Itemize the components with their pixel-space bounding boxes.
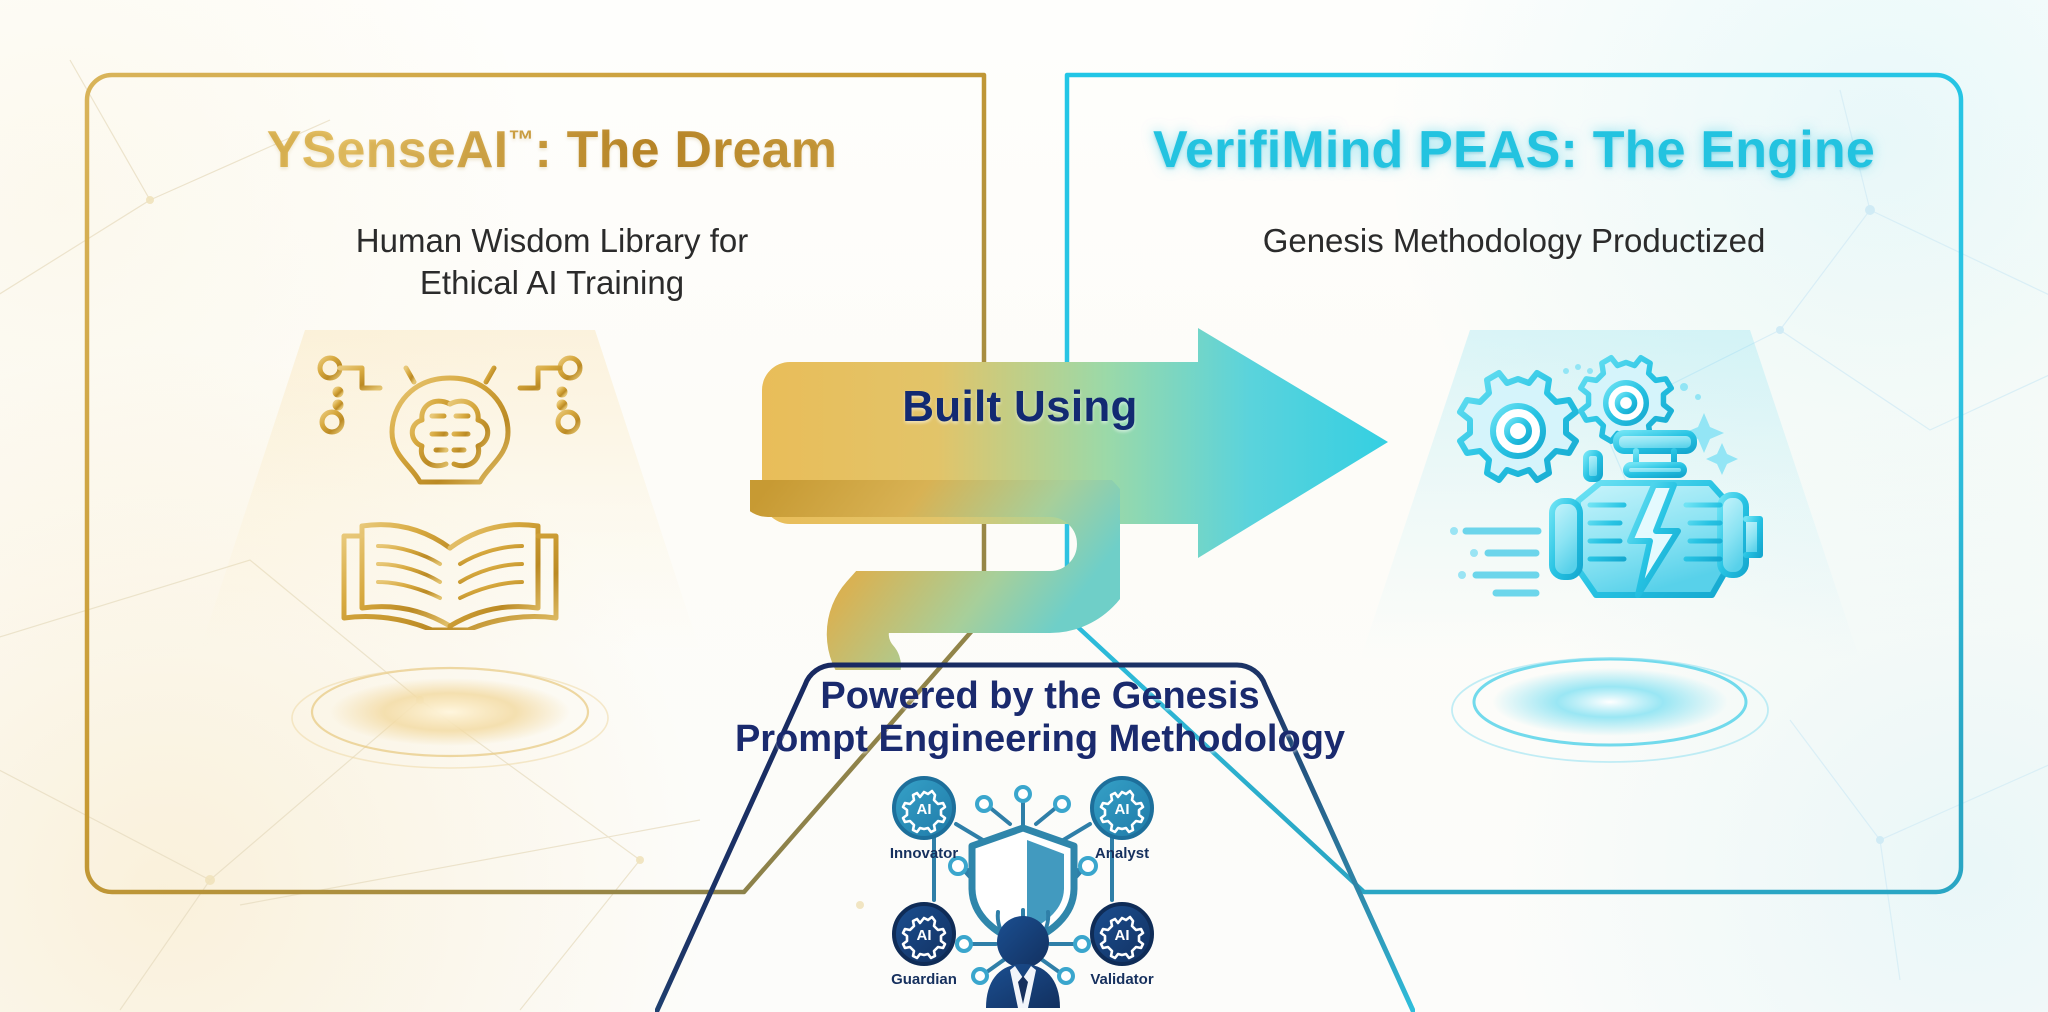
left-panel-title-rest: : The Dream xyxy=(534,121,838,179)
agent-label-innovator: Innovator xyxy=(890,845,958,862)
banner-text-line1: Powered by the Genesis xyxy=(820,675,1260,717)
agent-label-analyst: Analyst xyxy=(1095,845,1149,862)
arrow-ribbon-tail xyxy=(750,480,1120,670)
left-panel-title: YSenseAI™: The Dream xyxy=(84,120,1020,180)
agent-label-validator: Validator xyxy=(1090,971,1154,988)
panel-ysenseai[interactable] xyxy=(84,72,1020,952)
book-lightbulb-brain-icon xyxy=(317,349,583,630)
svg-text:AI: AI xyxy=(1115,801,1130,818)
left-panel-subtitle-line2: Ethical AI Training xyxy=(419,264,685,302)
panel-verifimind-border xyxy=(1064,72,1964,895)
banner-text: Powered by the Genesis Prompt Engineerin… xyxy=(640,675,1440,762)
left-panel-title-main: YSenseAI xyxy=(266,121,509,179)
multi-agent-network-icon: AI Innovator AI Analyst AI Guardian xyxy=(890,776,1154,1008)
arrow-label: Built Using xyxy=(902,382,1138,431)
banner-text-line2: Prompt Engineering Methodology xyxy=(734,718,1346,761)
svg-text:AI: AI xyxy=(1115,927,1130,944)
panel-verifimind-peas[interactable] xyxy=(1064,72,1964,952)
svg-text:AI: AI xyxy=(917,927,932,944)
agent-label-guardian: Guardian xyxy=(891,971,957,988)
left-panel-subtitle-line1: Human Wisdom Library for xyxy=(355,222,749,259)
right-icon-pedestal xyxy=(1451,657,1769,763)
trademark-symbol: ™ xyxy=(508,124,535,155)
left-icon-pedestal xyxy=(291,666,609,769)
engine-gears-bolt-icon xyxy=(1450,355,1763,598)
right-panel-subtitle-line1: Genesis Methodology Productized xyxy=(1262,222,1766,259)
left-panel-subtitle: Human Wisdom Library for Ethical AI Trai… xyxy=(84,220,1020,304)
right-panel-title: VerifiMind PEAS: The Engine xyxy=(1153,121,1875,179)
svg-text:AI: AI xyxy=(917,801,932,818)
panel-ysenseai-border xyxy=(84,72,987,895)
right-panel-subtitle: Genesis Methodology Productized xyxy=(1064,220,1964,262)
genesis-methodology-banner[interactable] xyxy=(655,645,1415,1012)
